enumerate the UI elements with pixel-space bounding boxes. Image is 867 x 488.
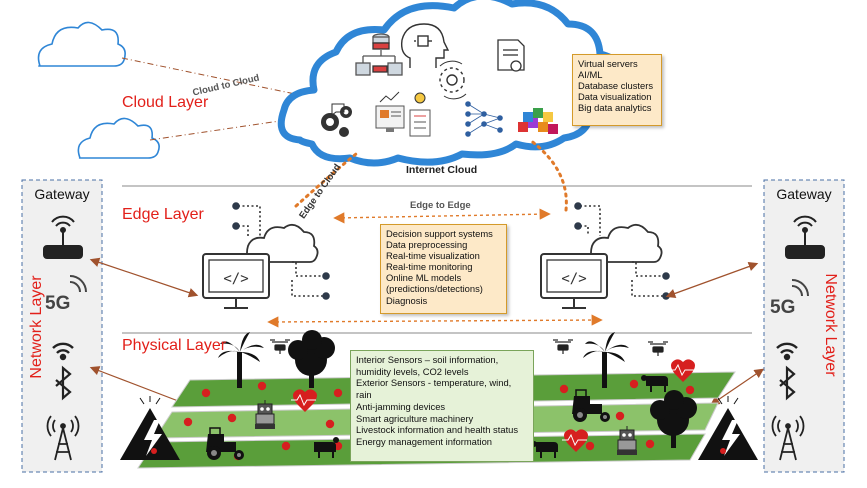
list-item: Virtual servers: [578, 58, 638, 69]
gateway-to-physical-links: [89, 366, 764, 406]
antenna-tower-icon: [771, 415, 805, 461]
tree-icon: [650, 390, 697, 448]
heart-health-icon: [669, 359, 695, 382]
cloud-layer-title: Cloud Layer: [122, 94, 209, 111]
wifi-icon: [52, 342, 74, 361]
bluetooth-icon: [55, 365, 72, 401]
cloud-services-note: Virtual servers AI/ML Database clusters …: [572, 54, 662, 126]
physical-devices-note: Interior Sensors – soil information, hum…: [350, 350, 534, 462]
cloud-to-cloud-links: [121, 57, 301, 141]
left-gateway-title: Gateway: [34, 186, 90, 202]
left-five-g-label: 5G: [45, 293, 71, 314]
edge-layer-title: Edge Layer: [122, 206, 204, 223]
palm-tree-icon: [218, 332, 264, 388]
right-gateway-title: Gateway: [776, 186, 832, 202]
internet-cloud-label: Internet Cloud: [406, 164, 478, 176]
heart-health-icon: [562, 429, 588, 452]
drone-icon: [553, 339, 573, 354]
edge-to-edge-label: Edge to Edge: [410, 200, 471, 211]
cloud-icon: [77, 117, 160, 159]
gateway-to-edge-links: [89, 257, 759, 299]
layer-separators: [122, 185, 752, 334]
svg-text:</>: </>: [223, 271, 248, 287]
cloud-icon: [37, 21, 126, 67]
drone-icon: [648, 341, 668, 356]
list-item: Interior Sensors – soil information, hum…: [356, 354, 499, 377]
list-item: Data visualization: [578, 91, 652, 103]
robot-icon: [617, 426, 637, 455]
right-five-g-label: 5G: [770, 297, 796, 318]
list-item: Big data analytics: [578, 102, 652, 114]
gears-icon: [439, 60, 467, 100]
five-g-signal-icon: [69, 275, 87, 293]
tree-icon: [288, 330, 335, 388]
list-item: Online ML models: [386, 272, 462, 284]
settings-chat-icon: [321, 103, 352, 137]
database-icon: [355, 33, 403, 76]
high-voltage-icon: [120, 396, 180, 460]
drone-icon: [270, 339, 290, 354]
edge-node-right: </>: [540, 202, 670, 309]
list-item: AI/ML: [578, 69, 603, 81]
neural-network-icon: [465, 101, 503, 137]
list-item: Database clusters: [578, 80, 654, 92]
list-item: Anti-jamming devices: [356, 400, 446, 412]
data-cubes-icon: [518, 108, 558, 134]
bluetooth-icon: [779, 365, 796, 401]
robot-icon: [255, 400, 275, 429]
five-g-signal-icon: [791, 279, 809, 297]
left-network-layer-label: Network Layer: [28, 275, 45, 379]
router-icon: [785, 215, 825, 259]
code-monitor-icon: </>: [202, 253, 270, 309]
heart-health-icon: [291, 389, 317, 412]
tractor-icon: [572, 389, 610, 422]
code-monitor-icon: </>: [540, 253, 608, 309]
cow-icon: [641, 375, 668, 392]
cow-icon: [314, 437, 339, 458]
right-network-layer-label: Network Layer: [822, 273, 839, 377]
palm-tree-icon: [583, 332, 629, 388]
list-item: Smart agriculture machinery: [356, 412, 474, 424]
list-item: Data preprocessing: [386, 239, 468, 251]
edge-node-left: </>: [202, 202, 330, 309]
list-item: Diagnosis: [386, 294, 428, 306]
high-voltage-icon: [698, 396, 758, 460]
edge-to-edge-links: [267, 208, 603, 328]
list-item: (predictions/detections): [386, 283, 483, 295]
list-item: Livestock information and health status: [356, 424, 519, 436]
wifi-icon: [776, 342, 798, 361]
list-item: Decision support systems: [386, 228, 493, 239]
dashboard-icon: [375, 91, 431, 137]
list-item: Energy management information: [356, 435, 493, 447]
router-icon: [43, 215, 83, 259]
physical-layer-title: Physical Layer: [122, 337, 227, 354]
certificate-icon: [497, 39, 525, 72]
antenna-tower-icon: [46, 415, 80, 461]
list-item: Real-time monitoring: [386, 261, 473, 273]
edge-services-note: Decision support systems Data preprocess…: [380, 224, 507, 314]
ai-chip-head-icon: [400, 23, 450, 68]
tractor-icon: [206, 427, 244, 460]
list-item: Exterior Sensors - temperature, wind, ra…: [356, 377, 512, 401]
edge-to-cloud-links: [294, 138, 568, 212]
list-item: Real-time visualization: [386, 250, 480, 262]
svg-text:</>: </>: [561, 271, 586, 287]
